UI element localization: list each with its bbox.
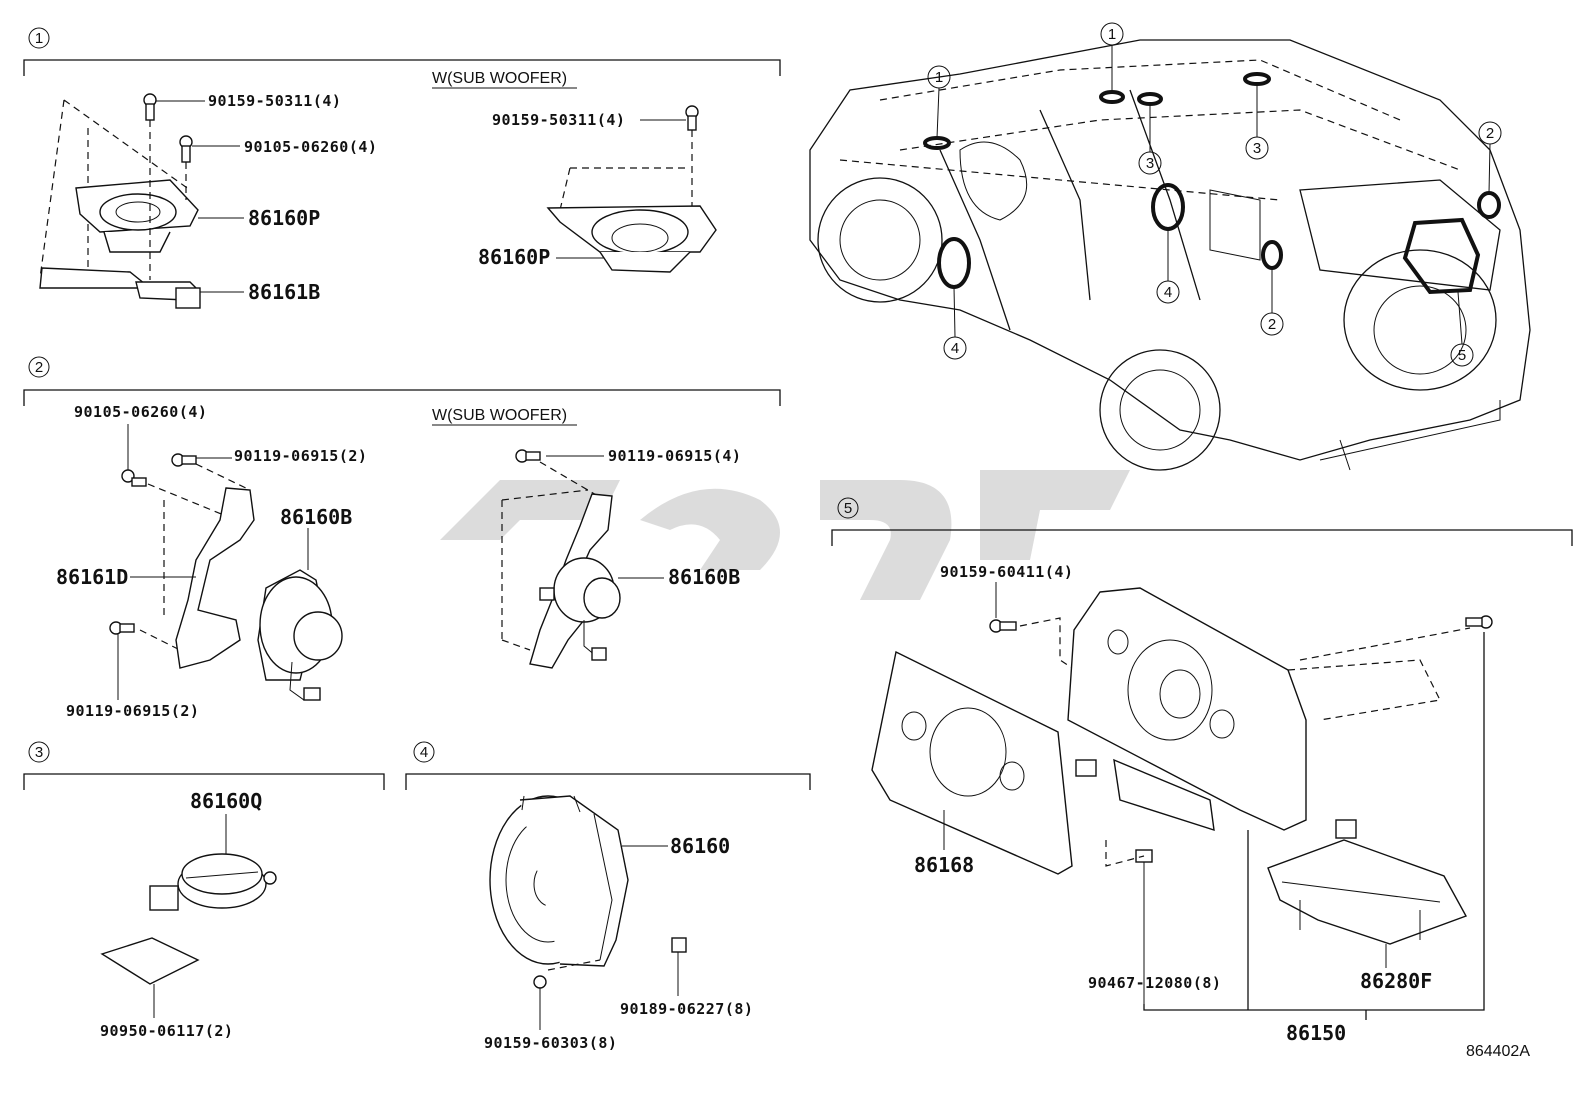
part-label: 86150 (1286, 1021, 1346, 1045)
bolt-icon (533, 975, 547, 989)
part-label: 90159-50311(4) (208, 92, 341, 110)
part-label: 86161D (56, 565, 128, 589)
svg-text:1: 1 (935, 69, 943, 86)
part-label: 86280F (1360, 969, 1432, 993)
part-label: 86160P (248, 206, 320, 230)
section-2-variant-label: W(SUB WOOFER) (432, 407, 567, 424)
section-2-number: 2 (35, 359, 43, 376)
svg-text:3: 3 (1146, 155, 1154, 172)
part-label: 90105-06260(4) (244, 138, 377, 156)
part-label: 86168 (914, 853, 974, 877)
vehicle-callout: 2 (1478, 121, 1502, 194)
section-3: 3 86160Q 90950-06117(2) (23, 741, 385, 1040)
vehicle-callout: 5 (1450, 291, 1474, 367)
section-1: 1 W(SUB WOOFER) 90159-50311(4) 90105-062… (23, 27, 781, 309)
part-label: 86160 (670, 834, 730, 858)
svg-text:1: 1 (1108, 26, 1116, 43)
part-label: 90119-06915(2) (66, 702, 199, 720)
part-label: 90159-60411(4) (940, 563, 1073, 581)
part-label: 90189-06227(8) (620, 1000, 753, 1018)
svg-text:2: 2 (1268, 316, 1276, 333)
section-1-number: 1 (35, 30, 43, 47)
vehicle-callout: 4 (943, 286, 967, 360)
part-label: 90119-06915(4) (608, 447, 741, 465)
section-5-number: 5 (844, 500, 852, 517)
vehicle-callout: 1 (1100, 22, 1124, 92)
section-5: 5 90159-60411(4) 86168 90467-12080(8) (831, 497, 1573, 1045)
section-4-number: 4 (420, 744, 428, 761)
svg-text:5: 5 (1458, 347, 1466, 364)
part-label: 86160B (668, 565, 740, 589)
vehicle-callout: 2 (1260, 268, 1284, 336)
part-label: 90950-06117(2) (100, 1022, 233, 1040)
part-label: 90467-12080(8) (1088, 974, 1221, 992)
section-3-number: 3 (35, 744, 43, 761)
part-label: 90119-06915(2) (234, 447, 367, 465)
vehicle-illustration: 1 1 3 2 3 4 4 2 (809, 22, 1531, 471)
part-label: 86160B (280, 505, 352, 529)
vehicle-callout: 3 (1138, 104, 1162, 175)
watermark-logo (440, 470, 1130, 600)
vehicle-callout: 3 (1245, 84, 1269, 160)
section-1-variant-label: W(SUB WOOFER) (432, 70, 567, 87)
section-2: 2 W(SUB WOOFER) 90105-06260(4) 90119-069… (23, 356, 781, 720)
section-4: 4 86160 90189-06227(8) 90159-60303(8) (405, 741, 811, 1052)
svg-text:4: 4 (951, 340, 959, 357)
vehicle-callout: 1 (927, 65, 951, 139)
part-label: 86160Q (190, 789, 262, 813)
diagram-reference-code: 864402A (1466, 1043, 1530, 1060)
bolt-icon (121, 469, 135, 483)
svg-text:4: 4 (1164, 284, 1172, 301)
part-label: 90105-06260(4) (74, 403, 207, 421)
part-label: 90159-60303(8) (484, 1034, 617, 1052)
part-label: 90159-50311(4) (492, 111, 625, 129)
part-label: 86160P (478, 245, 550, 269)
svg-text:2: 2 (1486, 125, 1494, 142)
vehicle-callout: 4 (1156, 229, 1180, 304)
part-label: 86161B (248, 280, 320, 304)
svg-text:3: 3 (1253, 140, 1261, 157)
